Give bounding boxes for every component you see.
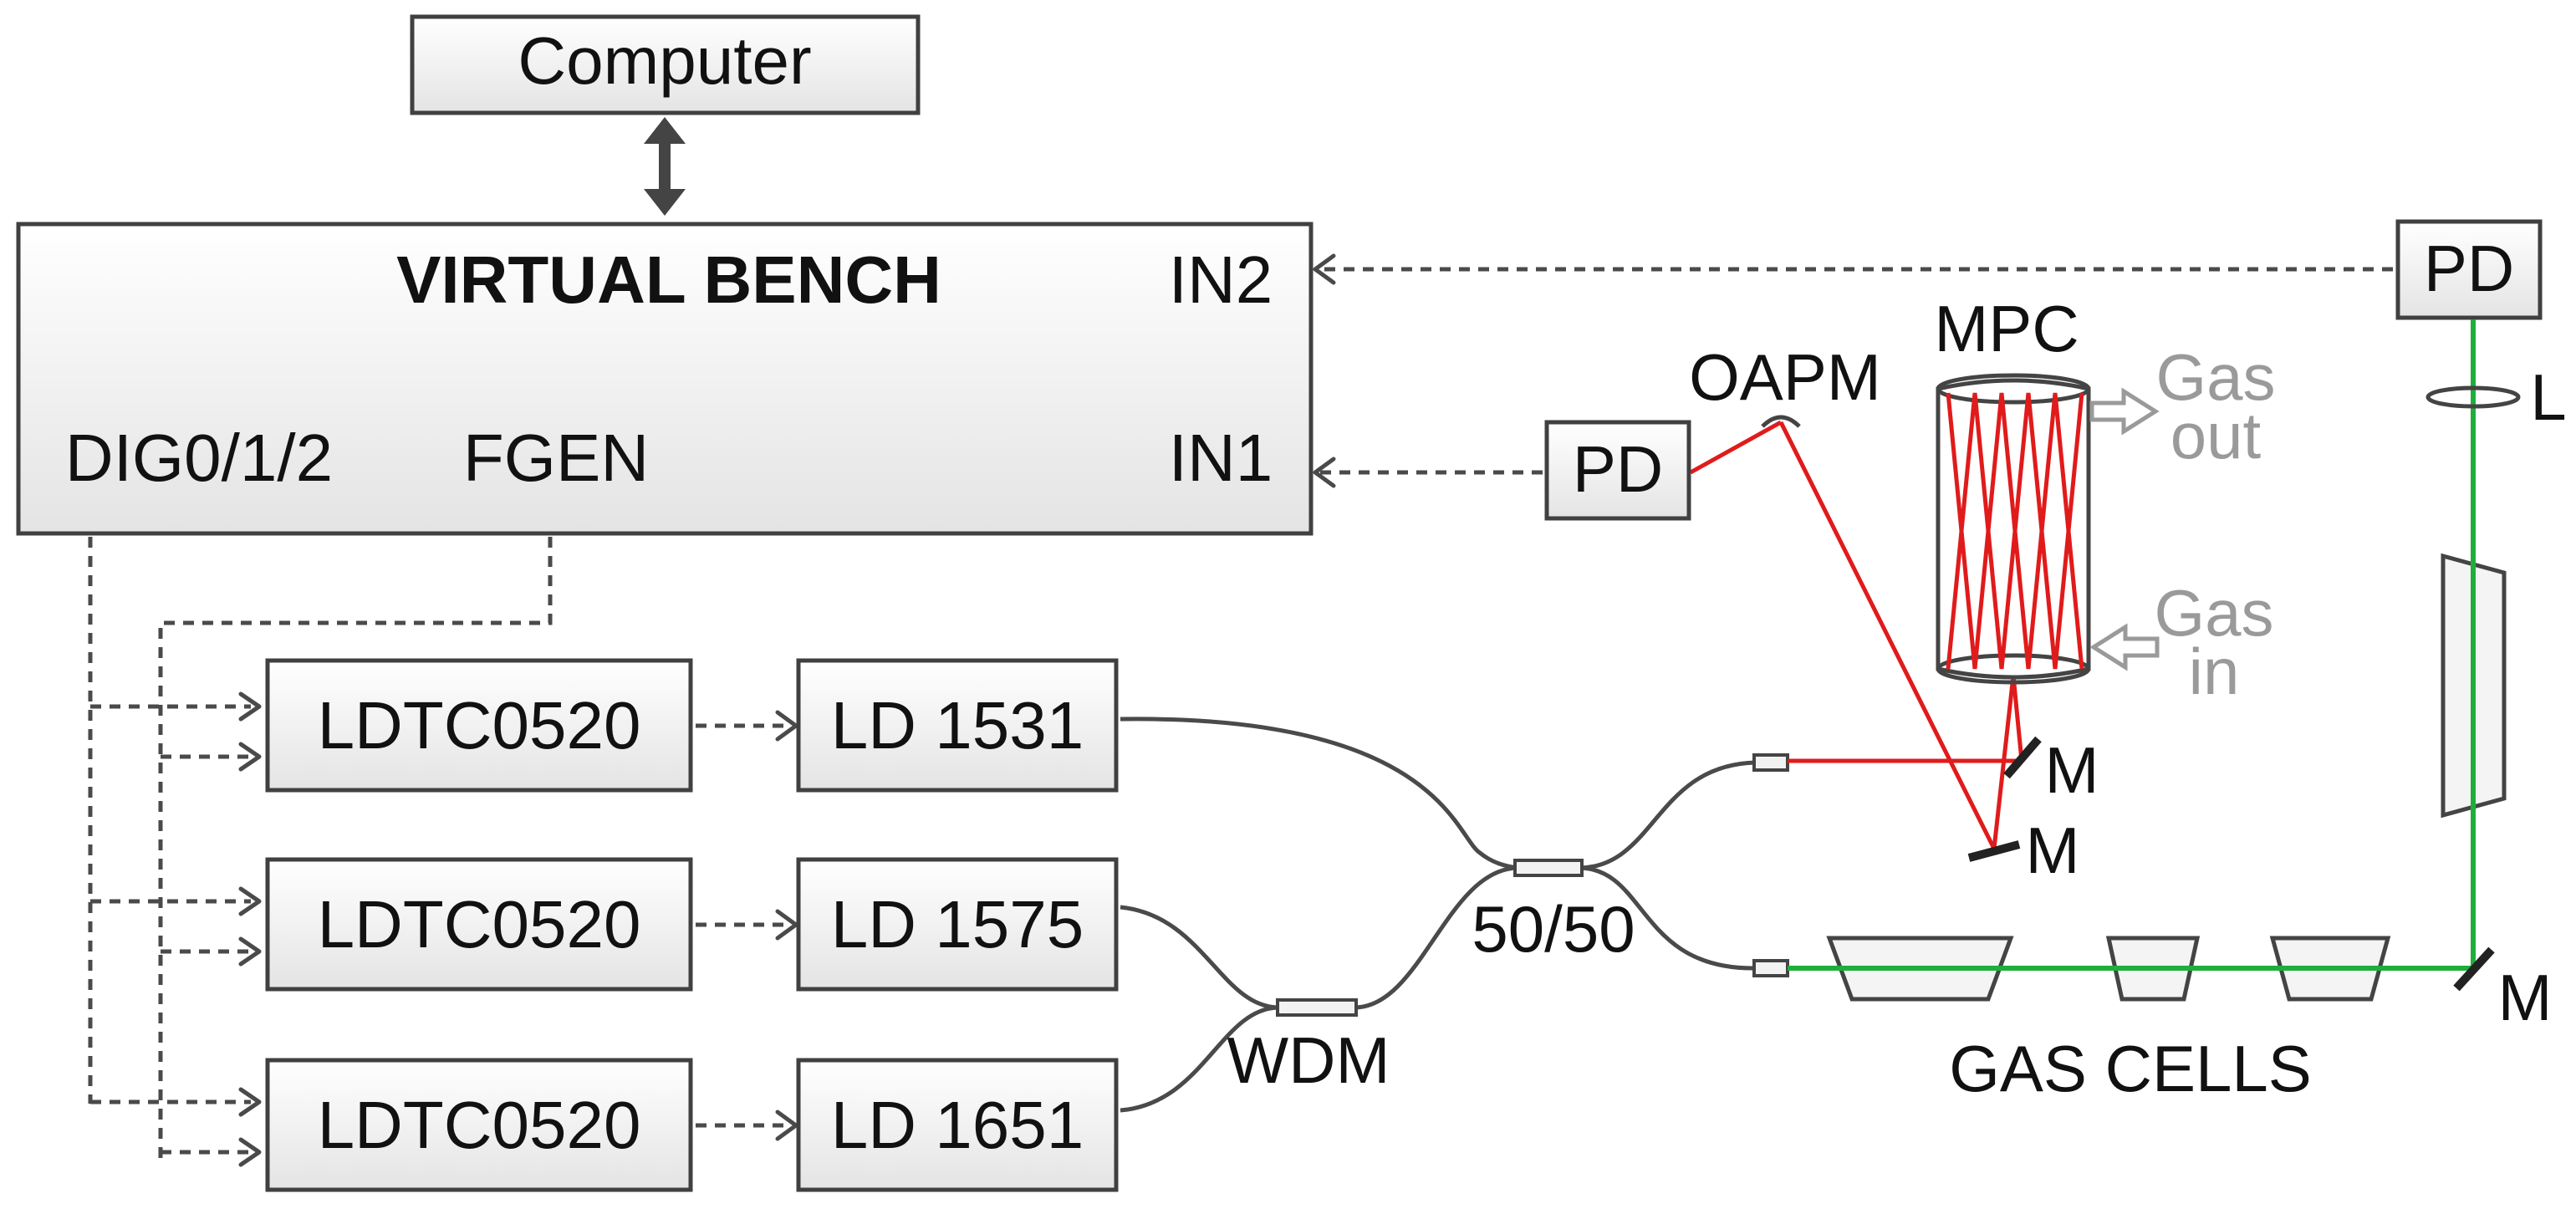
wdm-label: WDM [1227,1023,1390,1097]
gas-out-label-line1: Gas [2155,340,2275,414]
in1-port-label: IN1 [1169,421,1273,495]
virtual-bench-box: VIRTUAL BENCH IN2 IN1 DIG0/1/2 FGEN [16,222,1314,536]
lens-label: L [2530,360,2566,434]
computer-label: Computer [518,23,811,98]
ldtc-to-ld-links [696,710,798,1141]
laser-diode-1651: LD 1651 [796,1058,1119,1192]
mirror-upper-label: M [2045,733,2099,807]
gas-cell-long [1826,936,2014,1002]
multipass-cell: MPC [1934,292,2091,685]
gas-cell-medium [2269,936,2391,1002]
pd-to-in2-link [1313,253,2393,285]
ld-1531-label: LD 1531 [831,688,1084,763]
mirror-lower-label: M [2026,814,2080,887]
ldtc-3-label: LDTC0520 [318,1088,641,1162]
pd-to-in1-link [1313,457,1543,488]
in2-port-label: IN2 [1169,242,1273,317]
mirror-corner-label: M [2498,961,2553,1034]
gas-cell-short [2105,936,2201,1002]
collimator-upper [1752,753,1789,772]
splitter-50-50: 50/50 [1472,859,1635,966]
mirror-upper: M [2003,733,2099,807]
gas-in-indicator: Gas in [2089,576,2274,708]
gas-in-label-line2: in [2189,635,2240,708]
ldtc-controller-1: LDTC0520 [265,658,693,793]
dig-port-label: DIG0/1/2 [65,421,333,495]
red-beam-path [1689,420,2024,850]
gas-in-label-line1: Gas [2154,576,2273,650]
gas-cells-label: GAS CELLS [1949,1032,2312,1105]
laser-diode-1531: LD 1531 [796,658,1119,793]
ldtc-1-label: LDTC0520 [318,688,641,763]
ldtc-2-label: LDTC0520 [318,887,641,962]
mpc-label: MPC [1934,292,2079,365]
splitter-label: 50/50 [1472,892,1635,966]
laser-diode-1575: LD 1575 [796,857,1119,992]
computer-box: Computer [410,14,921,115]
mirror-corner: M [2453,946,2553,1034]
pd-in1-label: PD [1573,432,1663,506]
oapm-label: OAPM [1689,340,1881,414]
computer-bench-link-arrow [644,117,686,216]
fgen-port-label: FGEN [463,421,649,495]
pd-in2-label: PD [2424,232,2514,305]
gas-out-label-line2: out [2170,399,2262,472]
photodetector-in1: PD [1544,420,1691,521]
gas-cell-vertical [2441,553,2507,819]
photodetector-in2: PD [2395,219,2543,320]
lens: L [2426,360,2567,434]
gas-out-indicator: Gas out [2089,340,2276,472]
mirror-lower: M [1967,814,2080,887]
ldtc-controller-3: LDTC0520 [265,1058,693,1192]
ldtc-controller-2: LDTC0520 [265,857,693,992]
control-signal-lines [88,537,553,1167]
off-axis-parabolic-mirror: OAPM [1689,340,1881,428]
ld-1651-label: LD 1651 [831,1088,1084,1162]
wdm-coupler: WDM [1227,998,1390,1097]
virtual-bench-title: VIRTUAL BENCH [396,242,941,317]
ld-1575-label: LD 1575 [831,887,1084,962]
collimator-lower [1752,959,1789,977]
optical-fibers [1120,717,1757,1113]
